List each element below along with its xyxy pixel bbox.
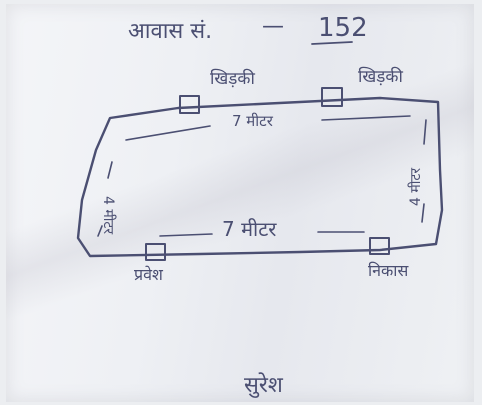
right-dimension-line-bottom — [421, 203, 425, 223]
left-dimension-label: 4 मीटर — [100, 196, 117, 234]
paper-sheet — [6, 4, 474, 402]
header-underline — [311, 41, 353, 45]
top-dimension-label: 7 मीटर — [232, 112, 274, 130]
top-dimension-line-left — [125, 125, 211, 141]
window-box-left — [179, 95, 200, 114]
window-label-left: खिड़की — [210, 68, 255, 89]
house-number: 152 — [318, 13, 368, 43]
left-dimension-tick — [107, 161, 113, 179]
entry-door-box — [145, 243, 166, 261]
right-dimension-line-top — [423, 119, 427, 145]
header-dash: — — [262, 14, 284, 39]
top-dimension-line-right — [321, 115, 411, 121]
bottom-dimension-line-left — [159, 233, 213, 237]
window-label-right: खिड़की — [358, 66, 403, 87]
room-outline — [76, 96, 444, 258]
entry-label: प्रवेश — [134, 265, 164, 284]
left-dimension-tick-bottom — [97, 225, 103, 237]
window-box-right — [321, 87, 343, 107]
signature: सुरेश — [244, 372, 284, 398]
paper-fold-shadow — [6, 4, 474, 402]
bottom-dimension-label: 7 मीटर — [222, 217, 277, 241]
header-label: आवास सं. — [128, 19, 212, 44]
exit-door-box — [369, 237, 390, 255]
exit-label: निकास — [368, 261, 409, 280]
right-dimension-label: 4 मीटर — [407, 168, 424, 206]
